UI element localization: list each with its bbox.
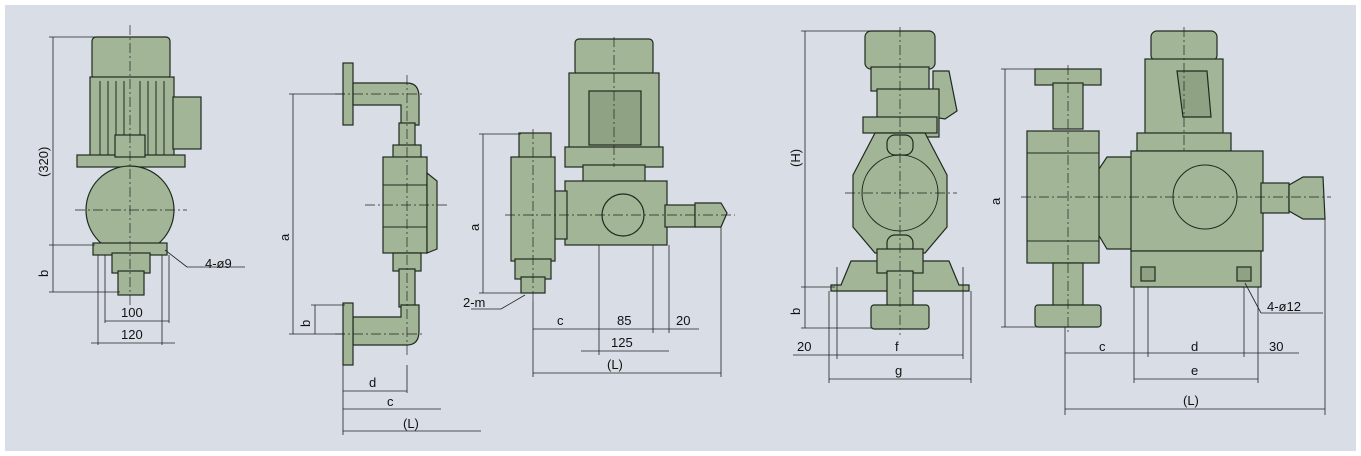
label-thread: 2-m [463,295,485,310]
label-a: a [277,233,292,241]
label-20: 20 [797,339,811,354]
label-d: d [369,375,376,390]
motor-window [588,90,642,146]
upper-valve [518,132,552,160]
terminal-box [172,96,202,150]
label-L: (L) [607,357,623,372]
label-c: c [557,313,564,328]
motor-cap [91,36,171,80]
view-front-large: (H) b 20 f g [788,27,972,383]
label-c: c [387,394,394,409]
label-b: b [36,270,51,277]
top-elbow [352,82,420,126]
motor-window [1176,70,1212,118]
label-120: 120 [121,327,143,342]
side-diaphragm [426,171,438,254]
label-d: d [1191,339,1198,354]
view-piping: a b d c (L) [277,62,481,435]
drive-shaft [1260,182,1290,214]
label-125: 125 [611,335,633,350]
valve-outlet [117,270,145,296]
label-g: g [895,363,902,378]
view-front-small: (320) b 4-ø9 100 120 [36,25,245,345]
label-L: (L) [403,416,419,431]
label-height: (320) [36,147,51,177]
label-c: c [1099,339,1106,354]
label-20: 20 [676,313,690,328]
label-a: a [988,197,1003,205]
view-side-small: a 2-m c 85 20 125 (L) [463,37,735,377]
label-bolt: 4-ø12 [1267,299,1301,314]
bottom-elbow [352,304,420,346]
bolt-pocket-left [1140,266,1156,282]
bolt-pocket-right [1236,266,1252,282]
label-85: 85 [617,313,631,328]
label-a: a [467,223,482,231]
view-side-large: a 4-ø12 c d 30 e (L) [988,27,1331,415]
drawing-canvas: (320) b 4-ø9 100 120 a b d [5,5,1356,451]
motor-fins [99,81,165,155]
label-L: (L) [1183,393,1199,408]
dimension-drawings: (320) b 4-ø9 100 120 a b d [36,25,1331,435]
label-f: f [895,339,899,354]
label-bolt: 4-ø9 [205,256,232,271]
label-30: 30 [1269,339,1283,354]
label-100: 100 [121,305,143,320]
valve-lower [111,252,151,274]
label-b: b [788,308,803,315]
drive-shaft [664,204,696,228]
label-H: (H) [788,149,803,167]
label-e: e [1191,363,1198,378]
shaft-end [1288,176,1326,220]
label-b: b [298,320,313,327]
gearbox [1130,150,1264,252]
